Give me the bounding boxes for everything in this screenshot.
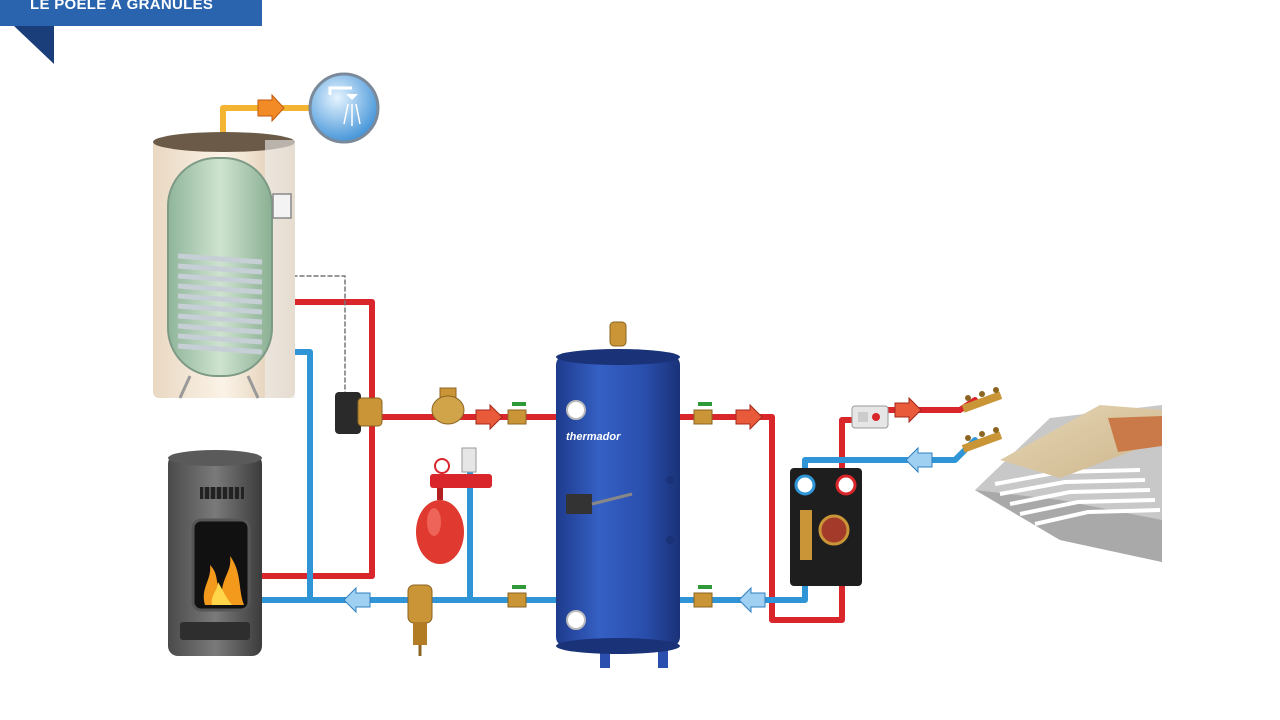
arrow-hot-supply <box>475 403 503 431</box>
arrow-floor-cold <box>738 586 766 614</box>
ball-valve-cold-right <box>693 585 713 608</box>
arrow-manifold-cold <box>905 446 933 474</box>
safety-group <box>430 447 492 488</box>
buffer-tank: thermador <box>556 321 680 668</box>
flame-icon <box>203 556 244 605</box>
gauge-hot <box>835 474 857 496</box>
circulation-pump <box>818 514 850 546</box>
tank-brand-label: thermador <box>566 431 621 443</box>
flow-arrows <box>257 93 933 614</box>
arrow-floor-hot <box>735 403 763 431</box>
arrow-sanitary <box>257 93 285 123</box>
mixing-station <box>790 468 862 586</box>
thermostat <box>272 193 292 219</box>
arrow-manifold-hot <box>894 396 922 424</box>
ball-valve-hot-right <box>693 402 713 425</box>
floor-tile <box>1108 416 1162 452</box>
heating-coil <box>177 253 263 355</box>
pellet-stove <box>168 450 262 656</box>
banner-label: LE POÊLE À GRANULÉS <box>30 0 214 13</box>
motorized-valve <box>335 392 383 434</box>
tank-electric-element <box>566 494 592 514</box>
tank-thermometer-top <box>566 400 586 420</box>
banner-shape <box>0 0 262 64</box>
coil-hot-pipe <box>259 299 375 579</box>
tank-thermometer-bottom <box>566 610 586 630</box>
floor-hot-pipe <box>677 397 978 623</box>
ball-valve-hot-left <box>507 402 527 425</box>
arrow-cold-return <box>343 586 371 614</box>
thermostatic-valve <box>431 387 465 425</box>
air-vent <box>609 321 627 347</box>
hot-water-cylinder <box>153 132 295 399</box>
ball-valve-cold-left <box>507 585 527 608</box>
expansion-vessel <box>416 488 464 564</box>
shower-icon <box>308 72 380 144</box>
underfloor-heating <box>975 405 1162 562</box>
manifold <box>961 387 1003 453</box>
room-thermostat <box>851 405 889 429</box>
gauge-cold <box>794 474 816 496</box>
title-banner: LE POÊLE À GRANULÉS <box>0 0 270 75</box>
sludge-filter <box>407 584 433 656</box>
